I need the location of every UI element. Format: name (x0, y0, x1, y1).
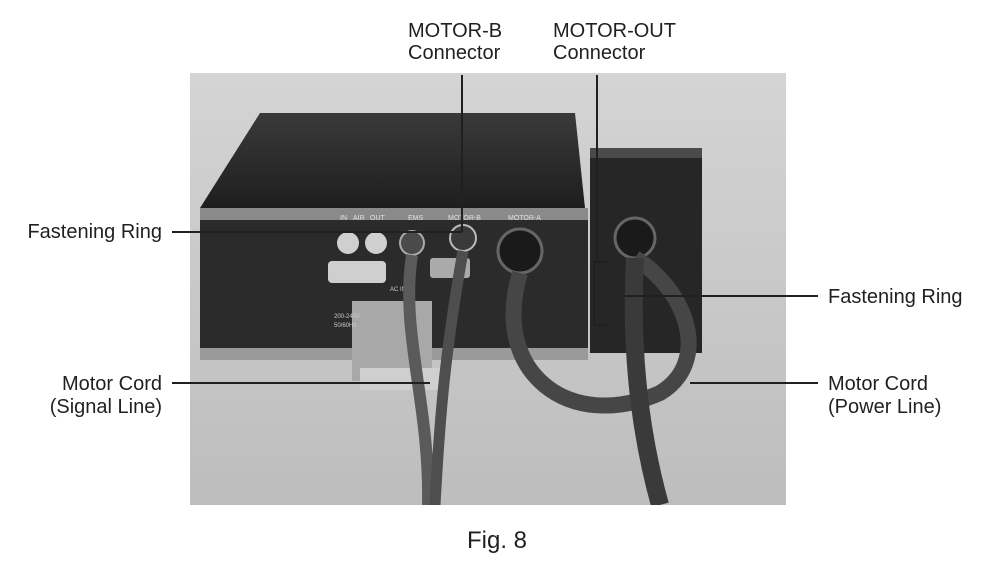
panel-motor-a: MOTOR-A (508, 215, 541, 222)
fastening-ring-right-label: Fastening Ring (828, 286, 963, 308)
power-line-label-2: (Power Line) (828, 396, 942, 418)
figure-caption: Fig. 8 (466, 527, 528, 554)
panel-freq: 50/60Hz (334, 323, 356, 329)
main-unit-top (200, 113, 585, 208)
air-in-port (337, 232, 359, 254)
panel-motor-b: MOTOR-B (448, 215, 481, 222)
controller-photo: IN AIR OUT EMS MOTOR-B MOTOR-A AC IN 200… (190, 73, 786, 505)
motor-out-label-title: MOTOR-OUT (553, 20, 676, 42)
signal-line-label-2: (Signal Line) (49, 396, 162, 418)
motor-out-label-sub: Connector (553, 42, 646, 64)
motor-b-label-sub: Connector (408, 42, 501, 64)
signal-cord-2 (429, 250, 469, 505)
panel-voltage: 200-240V (334, 314, 360, 320)
signal-cord (403, 254, 435, 505)
panel-ac-in: AC IN (390, 287, 406, 293)
air-out-port (365, 232, 387, 254)
dsub-connector (328, 261, 386, 283)
motor-b-label-title: MOTOR-B (408, 20, 503, 42)
signal-line-label-1: Motor Cord (61, 373, 162, 395)
power-cord (505, 251, 697, 414)
panel-air: AIR (353, 215, 365, 222)
panel-out: OUT (370, 215, 386, 222)
panel-in: IN (340, 215, 347, 222)
panel-ems: EMS (408, 215, 424, 222)
power-line-label-1: Motor Cord (828, 373, 929, 395)
power-cord-2 (624, 257, 669, 505)
fastening-ring-left-label: Fastening Ring (27, 221, 162, 243)
